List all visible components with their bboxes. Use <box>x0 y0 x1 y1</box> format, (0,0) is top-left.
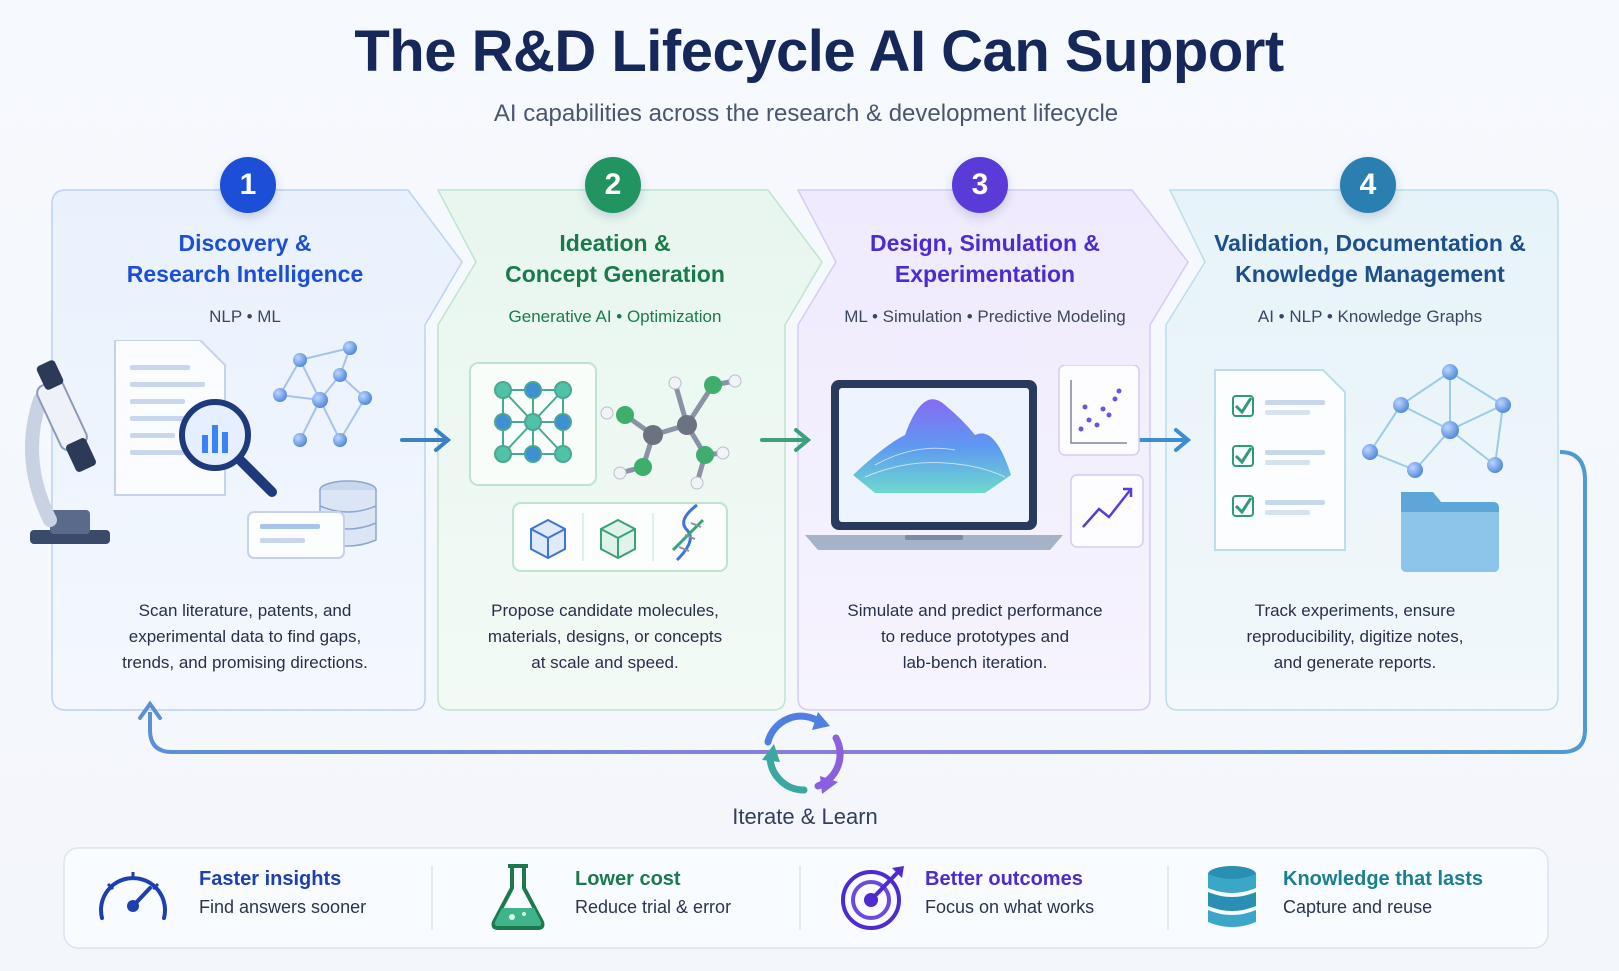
stage-2-badge: 2 <box>585 157 641 213</box>
stage-1-panel <box>51 189 463 711</box>
crystal-icon <box>600 518 636 560</box>
stage-4-illustration <box>1214 364 1511 572</box>
stage-2-tags: Generative AI • Optimization <box>508 307 722 326</box>
stage-3-title-line1: Design, Simulation & <box>869 230 1101 256</box>
knowledge-graph-icon <box>1362 364 1511 478</box>
benefit-faster-insights-subtitle: Find answers sooner <box>199 897 367 917</box>
stage-2-title: Ideation & Concept Generation <box>465 228 765 290</box>
page-subtitle: AI capabilities across the research & de… <box>493 100 1119 127</box>
iterate-loop-line <box>148 450 1587 754</box>
stage-4-title: Validation, Documentation & Knowledge Ma… <box>1190 228 1550 290</box>
stage-2-panel <box>436 189 823 711</box>
stage-1-desc-line: Scan literature, patents, and <box>138 601 352 620</box>
stage-1-desc-line: experimental data to find gaps, <box>128 627 362 646</box>
stage-3-desc-line: Simulate and predict performance <box>847 601 1103 620</box>
stage-2-desc-line: materials, designs, or concepts <box>487 627 723 646</box>
flask-icon <box>491 864 545 930</box>
stage-3-illustration <box>805 365 1144 550</box>
card-icon <box>247 511 345 559</box>
benefit-lower-cost-title: Lower cost <box>575 868 681 890</box>
cube-icon <box>530 518 566 560</box>
stage-4-panel <box>1165 189 1559 711</box>
speedometer-icon <box>99 872 167 920</box>
checklist-icon <box>1214 369 1346 551</box>
iterate-label: Iterate & Learn <box>732 804 878 829</box>
stage-1-tags: NLP • ML <box>209 307 281 326</box>
arrow-1-2 <box>400 428 452 452</box>
molecule-icon <box>600 374 742 490</box>
stage-4-title-line1: Validation, Documentation & <box>1214 230 1526 256</box>
benefit-knowledge-subtitle: Capture and reuse <box>1283 897 1433 917</box>
neural-network-icon <box>494 381 572 463</box>
stage-2-illustration <box>469 362 742 572</box>
page-title: The R&D Lifecycle AI Can Support <box>354 19 1284 84</box>
stage-1-badge: 1 <box>220 157 276 213</box>
stage-2-description: Propose candidate molecules, materials, … <box>445 598 765 676</box>
network-icon <box>273 341 372 447</box>
stage-3-title: Design, Simulation & Experimentation <box>830 228 1140 290</box>
stage-1-title-line1: Discovery & <box>178 230 312 256</box>
stage-3-description: Simulate and predict performance to redu… <box>810 598 1140 676</box>
stage-1-desc-line: trends, and promising directions. <box>122 653 368 672</box>
database-icon <box>1208 866 1256 927</box>
surface-plot-icon <box>853 399 1011 493</box>
stage-1-illustration <box>25 340 377 559</box>
stage-4-tags: AI • NLP • Knowledge Graphs <box>1257 307 1483 326</box>
scatter-chart-icon <box>1058 365 1140 456</box>
microscope-icon <box>25 360 110 544</box>
arrow-2-3 <box>760 428 812 452</box>
stage-2-title-line1: Ideation & <box>559 230 671 256</box>
stage-3-title-line2: Experimentation <box>894 261 1076 287</box>
stage-4-desc-line: and generate reports. <box>1273 653 1437 672</box>
stage-3-desc-line: lab-bench iteration. <box>902 653 1048 672</box>
loop-arrowhead <box>138 700 162 720</box>
folder-icon <box>1401 492 1499 572</box>
benefits-bar <box>63 847 1549 949</box>
stage-2-desc-line: Propose candidate molecules, <box>491 601 719 620</box>
stage-4-title-line2: Knowledge Management <box>1235 261 1505 287</box>
magnifier-icon <box>179 399 277 497</box>
benefit-better-outcomes-subtitle: Focus on what works <box>925 897 1095 917</box>
stage-4-description: Track experiments, ensure reproducibilit… <box>1190 598 1520 676</box>
stage-3-badge: 3 <box>952 157 1008 213</box>
stage-1-description: Scan literature, patents, and experiment… <box>80 598 410 676</box>
dna-icon <box>671 503 705 562</box>
stage-4-desc-line: reproducibility, digitize notes, <box>1246 627 1464 646</box>
stage-1-title-line2: Research Intelligence <box>126 261 364 287</box>
stage-2-desc-line: at scale and speed. <box>531 653 679 672</box>
benefit-better-outcomes-title: Better outcomes <box>925 868 1083 890</box>
stage-3-desc-line: to reduce prototypes and <box>880 627 1070 646</box>
stage-4-badge: 4 <box>1340 157 1396 213</box>
benefit-faster-insights-title: Faster insights <box>199 868 342 890</box>
stage-3-tags: ML • Simulation • Predictive Modeling <box>844 307 1126 326</box>
benefit-knowledge-title: Knowledge that lasts <box>1283 868 1484 890</box>
arrow-3-4 <box>1138 428 1192 452</box>
stage-1-title: Discovery & Research Intelligence <box>95 228 395 290</box>
line-chart-icon <box>1070 474 1144 548</box>
target-icon <box>841 866 904 930</box>
benefit-lower-cost-subtitle: Reduce trial & error <box>575 897 732 917</box>
stage-4-desc-line: Track experiments, ensure <box>1254 601 1456 620</box>
stage-2-title-line2: Concept Generation <box>505 261 725 287</box>
